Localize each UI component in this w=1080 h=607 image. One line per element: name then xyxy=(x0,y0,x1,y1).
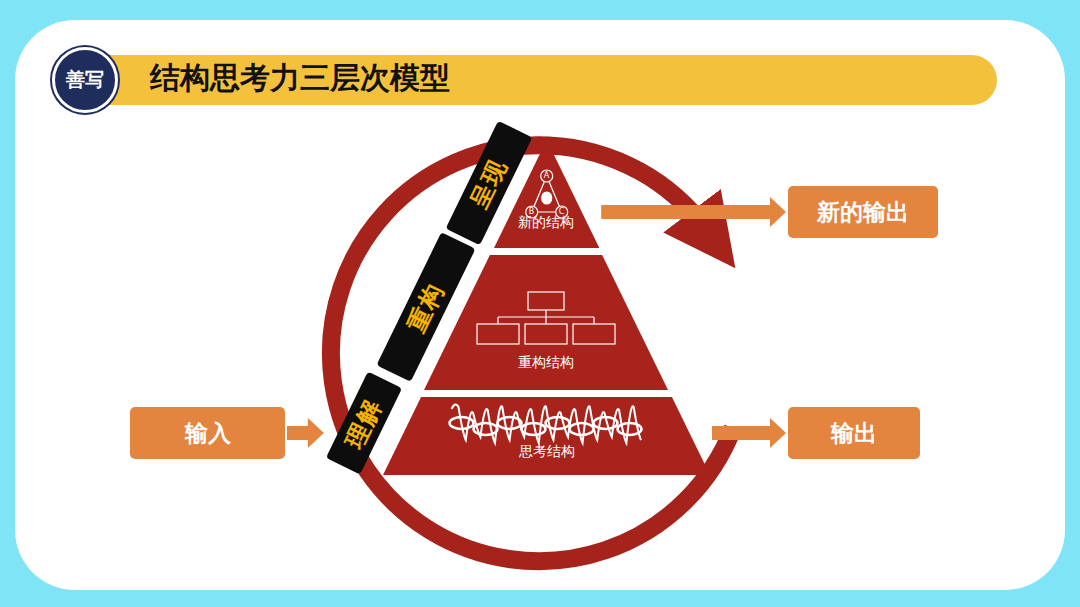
org-box xyxy=(477,324,519,344)
icon-node xyxy=(540,170,552,182)
pyramid-tier: 思考结构 xyxy=(383,397,710,475)
scribble xyxy=(546,417,570,429)
scribble xyxy=(452,404,642,443)
scribble xyxy=(522,423,546,435)
org-box xyxy=(528,292,564,310)
tier-fill xyxy=(383,397,710,475)
tier-label: 新的结构 xyxy=(494,214,599,232)
org-box xyxy=(525,324,567,344)
org-box xyxy=(573,324,615,344)
scribble xyxy=(498,417,522,429)
flow-arrow xyxy=(601,197,786,227)
output-box: 输出 xyxy=(788,407,920,459)
stage-tab: 理解 xyxy=(326,372,402,475)
tier-icon xyxy=(477,292,615,344)
tier-label: 重构结构 xyxy=(424,354,668,372)
flow-arrow xyxy=(712,418,786,448)
title-bar xyxy=(75,55,997,105)
box-label: 善写 xyxy=(66,67,104,93)
box-label: 新的输出 xyxy=(817,197,909,228)
scribble xyxy=(450,417,474,429)
org-lines xyxy=(498,310,594,324)
pyramid-tier: 新的结构 xyxy=(494,140,599,248)
white-panel xyxy=(15,20,1065,590)
badge-circle: 善写 xyxy=(52,47,118,113)
input-box: 输入 xyxy=(130,407,285,459)
stage-label: 呈现 xyxy=(463,153,515,214)
tier-shape xyxy=(494,140,599,248)
tier-icon xyxy=(525,170,567,218)
box-label: 输入 xyxy=(185,418,231,449)
stage-label: 重构 xyxy=(400,277,452,338)
pyramid-tier: 重构结构 xyxy=(424,255,668,390)
output-box: 新的输出 xyxy=(788,186,938,238)
flow-arrow xyxy=(287,418,324,448)
icon-letter: B xyxy=(526,206,538,218)
tier-fill xyxy=(424,255,668,390)
icon-node xyxy=(541,192,551,204)
stage-label: 理解 xyxy=(338,393,390,454)
tier-fill xyxy=(494,140,599,248)
tier-shape xyxy=(383,397,710,475)
box-label: 输出 xyxy=(831,418,877,449)
scribble xyxy=(474,423,498,435)
icon-letter: C xyxy=(556,206,568,218)
scribble xyxy=(594,417,618,429)
scribble xyxy=(618,423,642,435)
tier-icon xyxy=(450,404,642,443)
slide-title: 结构思考力三层次模型 xyxy=(150,58,450,99)
scribble xyxy=(570,423,594,435)
tier-label: 思考结构 xyxy=(383,443,710,461)
icon-letter: A xyxy=(541,170,553,182)
